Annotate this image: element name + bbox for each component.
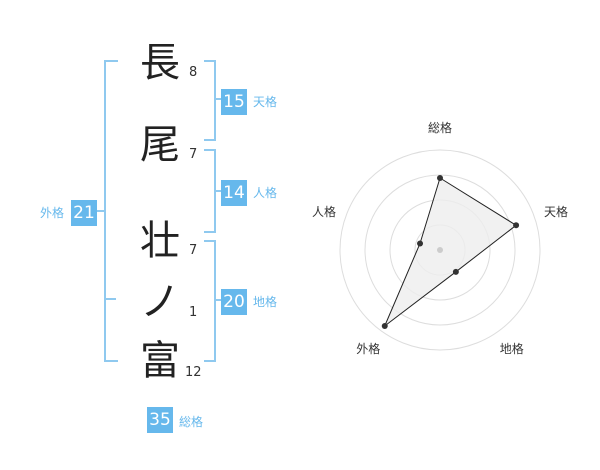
tenkaku-bracket-tick (214, 98, 222, 100)
radar-axis-label-jinkaku: 人格 (311, 205, 336, 220)
tenkaku-score: 15 (221, 89, 247, 115)
tenkaku-label: 天格 (253, 95, 278, 109)
name-char-4: ノ (140, 279, 180, 325)
radar-points (381, 175, 520, 330)
radar-point-4 (417, 240, 424, 247)
chikaku-label: 地格 (253, 295, 278, 309)
radar-point-0 (437, 175, 443, 181)
gaikaku-label: 外格 (40, 206, 65, 220)
name-char-1: 長 (140, 40, 180, 86)
radar-ring-4 (339, 149, 541, 351)
stroke-count-2: 7 (189, 147, 198, 162)
soukaku-score: 35 (147, 407, 173, 433)
chikaku-score: 20 (221, 289, 247, 315)
gaikaku-score: 21 (71, 200, 97, 226)
radar-axis-label-chikaku: 地格 (499, 341, 524, 356)
soukaku-label: 総格 (179, 415, 204, 429)
chikaku-bracket-tick (214, 299, 222, 301)
chikaku-bracket (204, 240, 216, 362)
radar-point-2 (452, 268, 459, 275)
radar-point-3 (381, 323, 388, 330)
radar-axis-label-tenkaku: 天格 (544, 205, 569, 220)
stroke-count-5: 12 (185, 365, 202, 380)
jinkaku-label: 人格 (253, 186, 278, 200)
radar-series-polygon (383, 177, 517, 328)
jinkaku-score: 14 (221, 180, 247, 206)
name-char-3: 壮 (140, 218, 180, 264)
gaikaku-bracket-split (104, 298, 116, 300)
tenkaku-bracket (204, 60, 216, 141)
name-char-2: 尾 (140, 122, 180, 168)
jinkaku-bracket-tick (214, 190, 222, 192)
radar-axis-label-gaikaku: 外格 (356, 341, 381, 356)
radar-center-dot (437, 247, 443, 253)
stroke-count-3: 7 (189, 243, 198, 258)
name-char-5: 富 (140, 338, 180, 384)
stroke-count-1: 8 (189, 65, 198, 80)
stroke-count-4: 1 (189, 305, 198, 320)
gaikaku-bracket-tick (96, 210, 104, 212)
radar-point-1 (513, 222, 520, 229)
gaikaku-bracket (104, 60, 118, 362)
radar-axis-label-soukaku: 総格 (428, 121, 453, 135)
